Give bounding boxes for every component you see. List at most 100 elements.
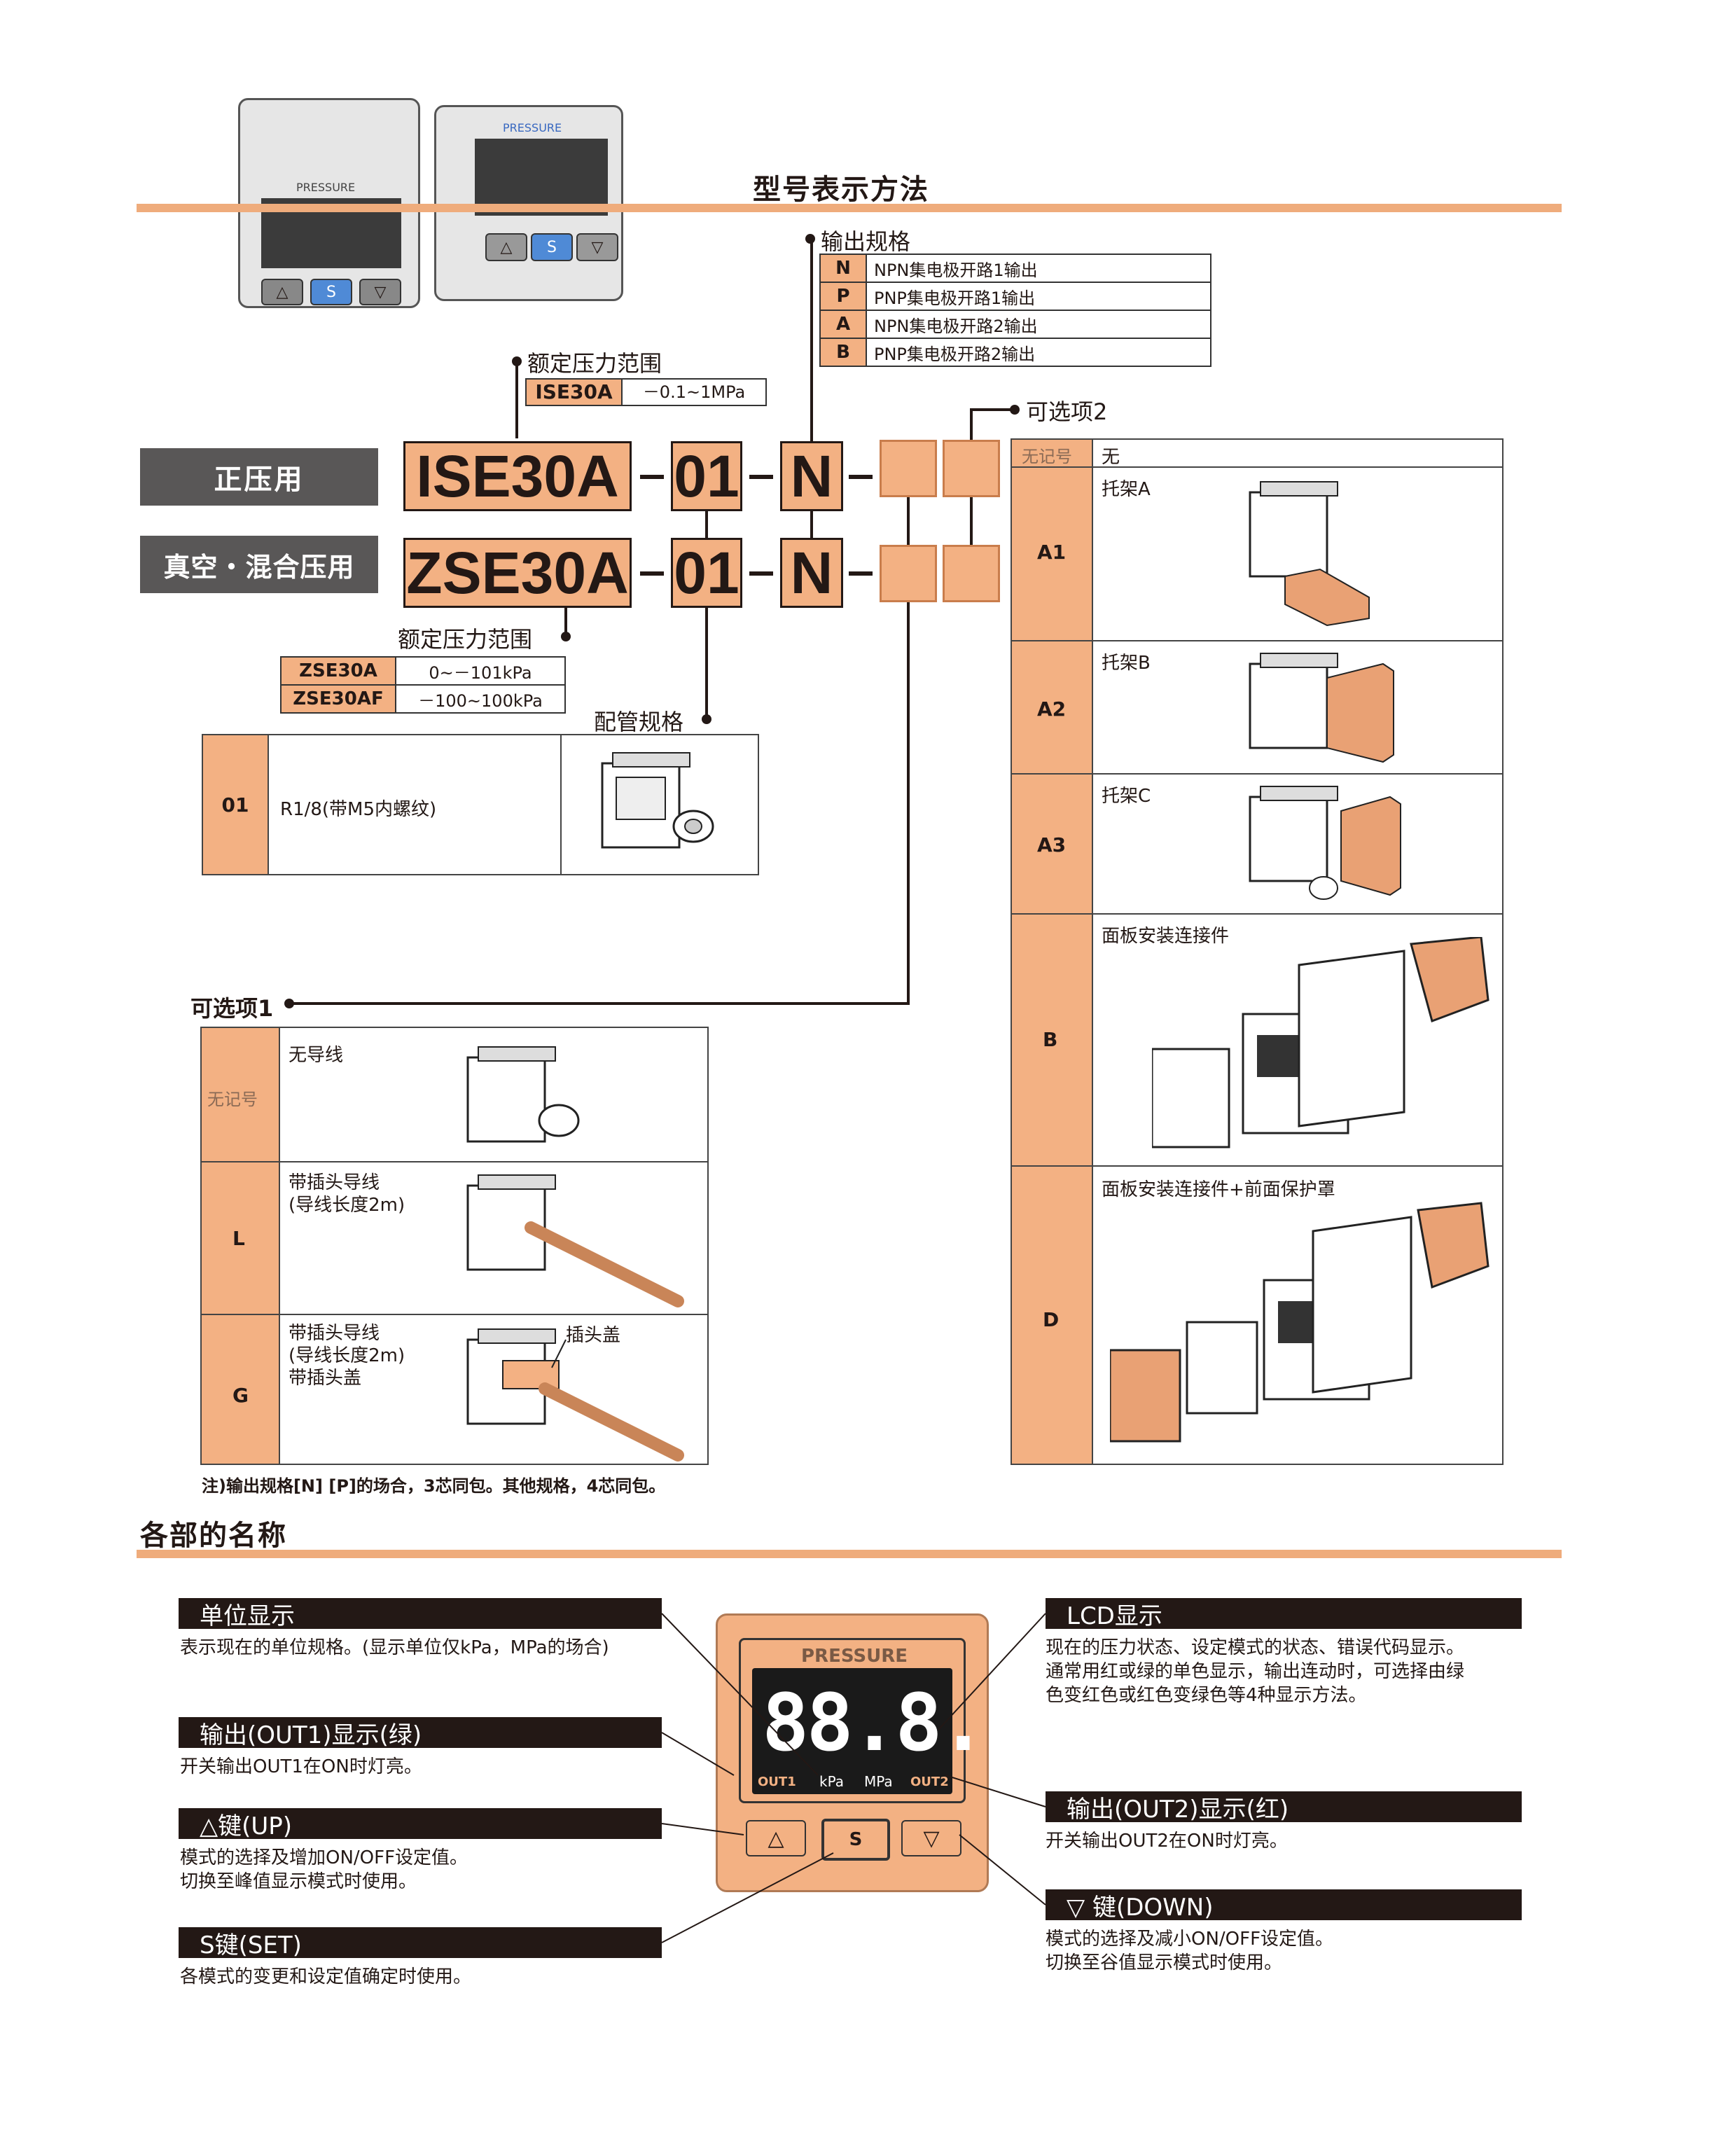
option1-code-0: 无记号	[207, 1090, 258, 1109]
pressure-range-top-title: 额定压力范围	[527, 350, 662, 377]
device-right-up: △	[485, 233, 527, 261]
device-right-display	[475, 139, 608, 216]
option2-code-column	[1012, 440, 1093, 1464]
part-up-title: △键(UP)	[179, 1808, 662, 1840]
option2-desc-1: 托架A	[1102, 479, 1151, 500]
option2-divider-3	[1012, 913, 1502, 915]
piping-device-drawing	[601, 752, 714, 849]
pressure-range-bottom-title: 额定压力范围	[398, 626, 533, 653]
section-title-parts: 各部的名称	[140, 1520, 287, 1552]
output-spec-desc: PNP集电极开路1输出	[866, 282, 1211, 311]
option2-box-vacuum	[943, 545, 1000, 602]
device-right-label: PRESSURE	[503, 121, 562, 134]
option1-desc-2: 带插头导线 (导线长度2m) 带插头盖	[289, 1323, 405, 1389]
option1-title: 可选项1	[190, 995, 274, 1022]
option1-box-vacuum	[880, 545, 937, 602]
device-panel-down-button[interactable]: ▽	[901, 1820, 961, 1856]
device-left-down: ▽	[359, 279, 401, 305]
connector-port	[705, 608, 708, 720]
part-set-desc: 各模式的变更和设定值确定时使用。	[180, 1966, 472, 1987]
part-out1-desc: 开关输出OUT1在ON时灯亮。	[180, 1756, 422, 1777]
option2-desc-2: 托架B	[1102, 653, 1151, 674]
label-positive: 正压用	[140, 448, 378, 506]
option2-bracket-a-drawing	[1249, 481, 1370, 627]
device-panel-up-button[interactable]: △	[746, 1820, 806, 1856]
output-spec-desc: NPN集电极开路1输出	[866, 254, 1211, 283]
connector-pressure-top	[515, 361, 518, 438]
output-spec-desc: NPN集电极开路2输出	[866, 310, 1211, 339]
device-panel-digits: 88.8.8	[762, 1678, 1032, 1769]
connector-opt1	[907, 602, 910, 1005]
device-left-label: PRESSURE	[296, 181, 356, 194]
option2-box-positive	[943, 440, 1000, 497]
option2-bracket-b-drawing	[1249, 653, 1394, 763]
option2-table: 无记号 无 A1 托架A A2 托架B A3 托架C B 面板安装连接件 D 面…	[1011, 438, 1504, 1465]
section-bar-2	[137, 1550, 1562, 1558]
option1-box-positive	[880, 440, 937, 497]
option1-device-0	[466, 1046, 580, 1143]
dash-4	[640, 571, 664, 576]
pressure-range-value: 0~－101kPa	[395, 656, 566, 686]
piping-desc: R1/8(带M5内螺纹)	[280, 799, 437, 820]
option1-code-2: G	[232, 1384, 249, 1407]
pressure-range-top-box: ISE30A －0.1~1MPa	[525, 378, 767, 406]
option2-dot	[1010, 405, 1020, 415]
device-right-set: S	[531, 233, 573, 261]
part-out2-title: 输出(OUT2)显示(红)	[1046, 1791, 1522, 1824]
device-panel-mpa: MPa	[864, 1773, 893, 1790]
label-vacuum: 真空・混合压用	[140, 536, 378, 593]
pressure-range-code: ZSE30A	[280, 656, 396, 686]
port-vacuum: 01	[671, 538, 742, 608]
connector-option2-h	[970, 408, 1012, 411]
option2-desc-0: 无	[1102, 447, 1120, 468]
part-up-desc: 模式的选择及增加ON/OFF设定值。 切换至峰值显示模式时使用。	[180, 1847, 468, 1892]
option2-code-2: A2	[1037, 697, 1067, 721]
part-unit-desc: 表示现在的单位规格。(显示单位仅kPa，MPa的场合)	[180, 1637, 609, 1658]
part-lcd-desc: 现在的压力状态、设定模式的状态、错误代码显示。 通常用红或绿的单色显示，输出连动…	[1046, 1637, 1465, 1706]
option1-table: 无记号 无导线 L 带插头导线 (导线长度2m) G 带插头导线 (导线长度2m…	[200, 1027, 709, 1465]
section-title-model: 型号表示方法	[753, 174, 929, 206]
dash-5	[749, 571, 773, 576]
part-out2-desc: 开关输出OUT2在ON时灯亮。	[1046, 1831, 1288, 1852]
option1-row-divider-1	[202, 1161, 707, 1162]
dash-2	[749, 475, 773, 479]
connector-opt1-mid	[907, 497, 910, 545]
option2-code-4: B	[1043, 1028, 1058, 1051]
output-spec-title: 输出规格	[821, 228, 911, 255]
option2-code-5: D	[1043, 1308, 1060, 1331]
pressure-range-value: －100~100kPa	[395, 684, 566, 714]
output-spec-code: P	[819, 282, 867, 311]
option2-desc-4: 面板安装连接件	[1102, 926, 1230, 947]
section-bar-1	[137, 204, 1562, 212]
option2-panel-cover-drawing	[1110, 1202, 1490, 1443]
part-down-title: ▽ 键(DOWN)	[1046, 1889, 1522, 1922]
device-left: PRESSURE △ S ▽	[238, 98, 420, 308]
option1-device-1	[466, 1174, 684, 1307]
pressure-range-row: ZSE30AF－100~100kPa	[280, 684, 566, 714]
piping-dot	[702, 714, 711, 724]
product-photo: PRESSURE △ S ▽ PRESSURE △ S ▽	[231, 84, 623, 315]
piping-code: 01	[221, 793, 249, 817]
part-down-desc: 模式的选择及减小ON/OFF设定值。 切换至谷值显示模式时使用。	[1046, 1929, 1334, 1973]
piping-image-cell	[560, 735, 562, 874]
series-vacuum: ZSE30A	[403, 538, 632, 608]
piping-title: 配管规格	[594, 709, 684, 735]
option2-desc-5: 面板安装连接件+前面保护罩	[1102, 1179, 1335, 1200]
connector-option2-v	[970, 408, 973, 442]
connector-output	[810, 239, 813, 441]
dash-3	[849, 475, 873, 479]
option2-bracket-c-drawing	[1249, 786, 1401, 900]
option1-row-divider-2	[202, 1314, 707, 1315]
option2-divider-1	[1012, 640, 1502, 641]
device-left-up: △	[261, 279, 303, 305]
device-panel-brand: PRESSURE	[801, 1646, 908, 1667]
connector-series-vac	[564, 608, 567, 636]
option1-note: 注)输出规格[N] [P]的场合，3芯同包。其他规格，4芯同包。	[202, 1476, 666, 1496]
option2-title: 可选项2	[1026, 398, 1108, 425]
device-panel-frame: PRESSURE 88.8.8 OUT1 kPa MPa OUT2	[739, 1638, 1032, 1803]
